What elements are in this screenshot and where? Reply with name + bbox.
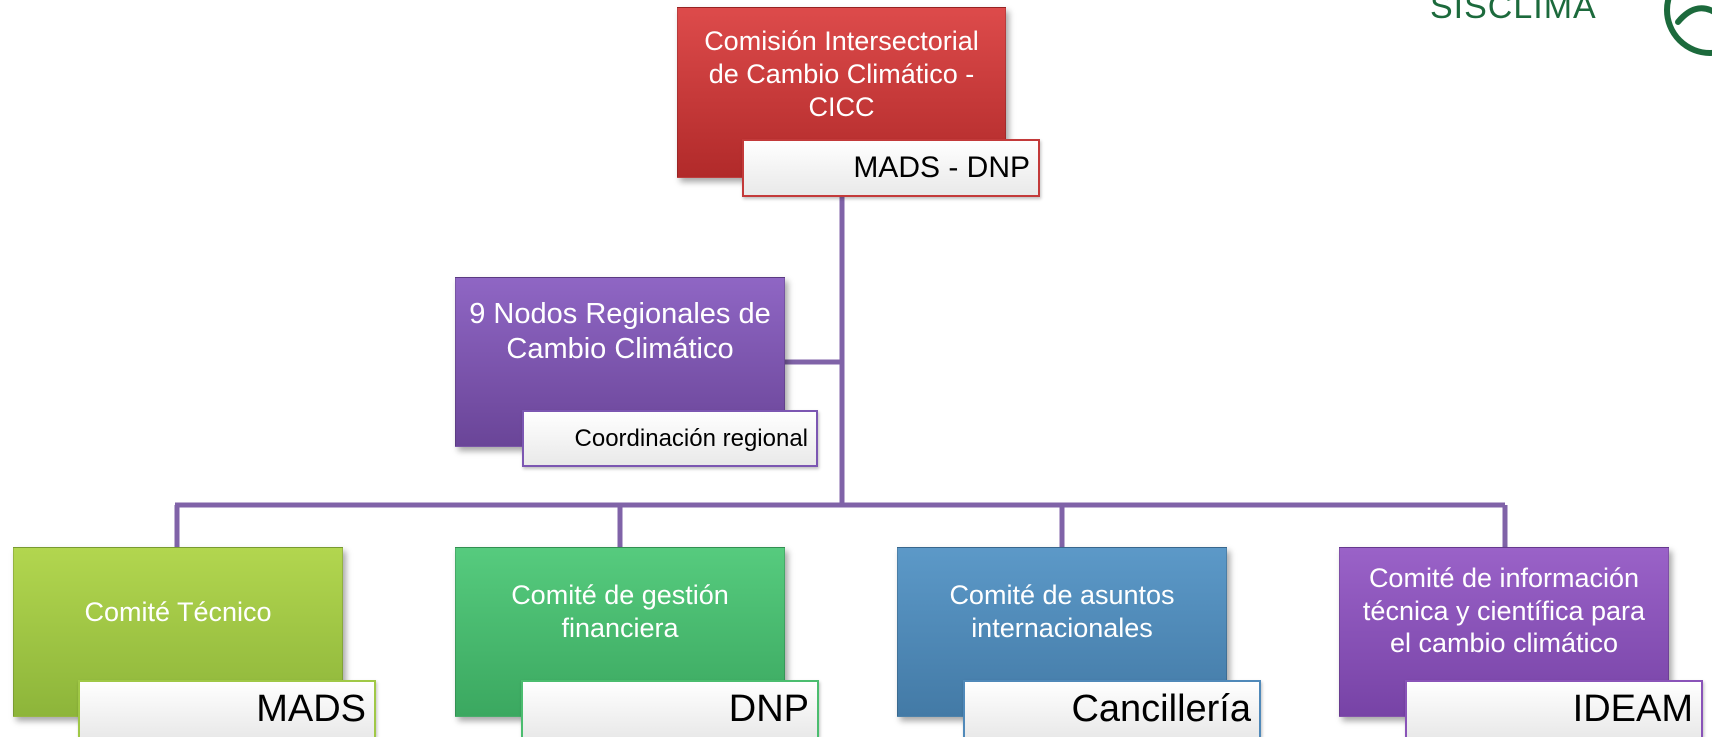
comite-informacion-tag: IDEAM (1405, 680, 1703, 737)
nodos-title: 9 Nodos Regionales de Cambio Climático (469, 297, 771, 365)
comite-financiera-tag: DNP (521, 680, 819, 737)
cicc-box: Comisión Intersectorial de Cambio Climát… (677, 7, 1006, 178)
sisclima-logo-icon (1664, 0, 1712, 56)
sisclima-logo-text: SISCLIMA (1430, 0, 1597, 26)
comite-internacionales-tag: Cancillería (963, 680, 1261, 737)
nodos-tag: Coordinación regional (522, 410, 818, 467)
comite-informacion-title: Comité de información técnica y científi… (1362, 562, 1646, 659)
cicc-tag: MADS - DNP (742, 139, 1040, 197)
comite-tecnico-tag: MADS (78, 680, 376, 737)
comite-financiera-title: Comité de gestión financiera (511, 580, 729, 643)
comite-tecnico-title: Comité Técnico (84, 596, 272, 627)
comite-internacionales-title: Comité de asuntos internacionales (949, 580, 1175, 643)
cicc-title: Comisión Intersectorial de Cambio Climát… (704, 26, 979, 122)
